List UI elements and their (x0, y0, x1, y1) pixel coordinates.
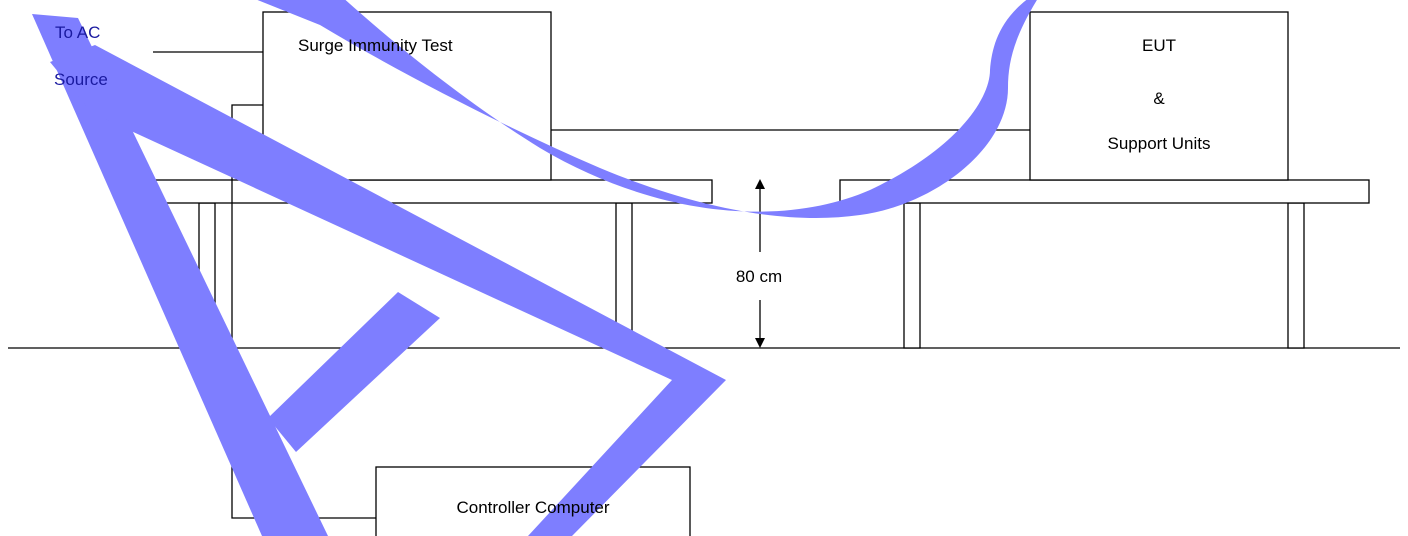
ac-source-label-line1: To AC (55, 23, 100, 42)
support-units-label: Support Units (1108, 134, 1211, 153)
height-arrow-up-head (755, 179, 765, 189)
eut-ampersand-label: & (1153, 89, 1165, 108)
right-table-leg-1 (904, 203, 920, 348)
surge-immunity-test-label: Surge Immunity Test (298, 36, 453, 55)
eut-label: EUT (1142, 36, 1176, 55)
ac-source-label-line2: Source (54, 70, 108, 89)
controller-computer-label: Controller Computer (456, 498, 609, 517)
height-arrow-down-head (755, 338, 765, 348)
right-table-leg-2 (1288, 203, 1304, 348)
height-80cm-label: 80 cm (736, 267, 782, 286)
